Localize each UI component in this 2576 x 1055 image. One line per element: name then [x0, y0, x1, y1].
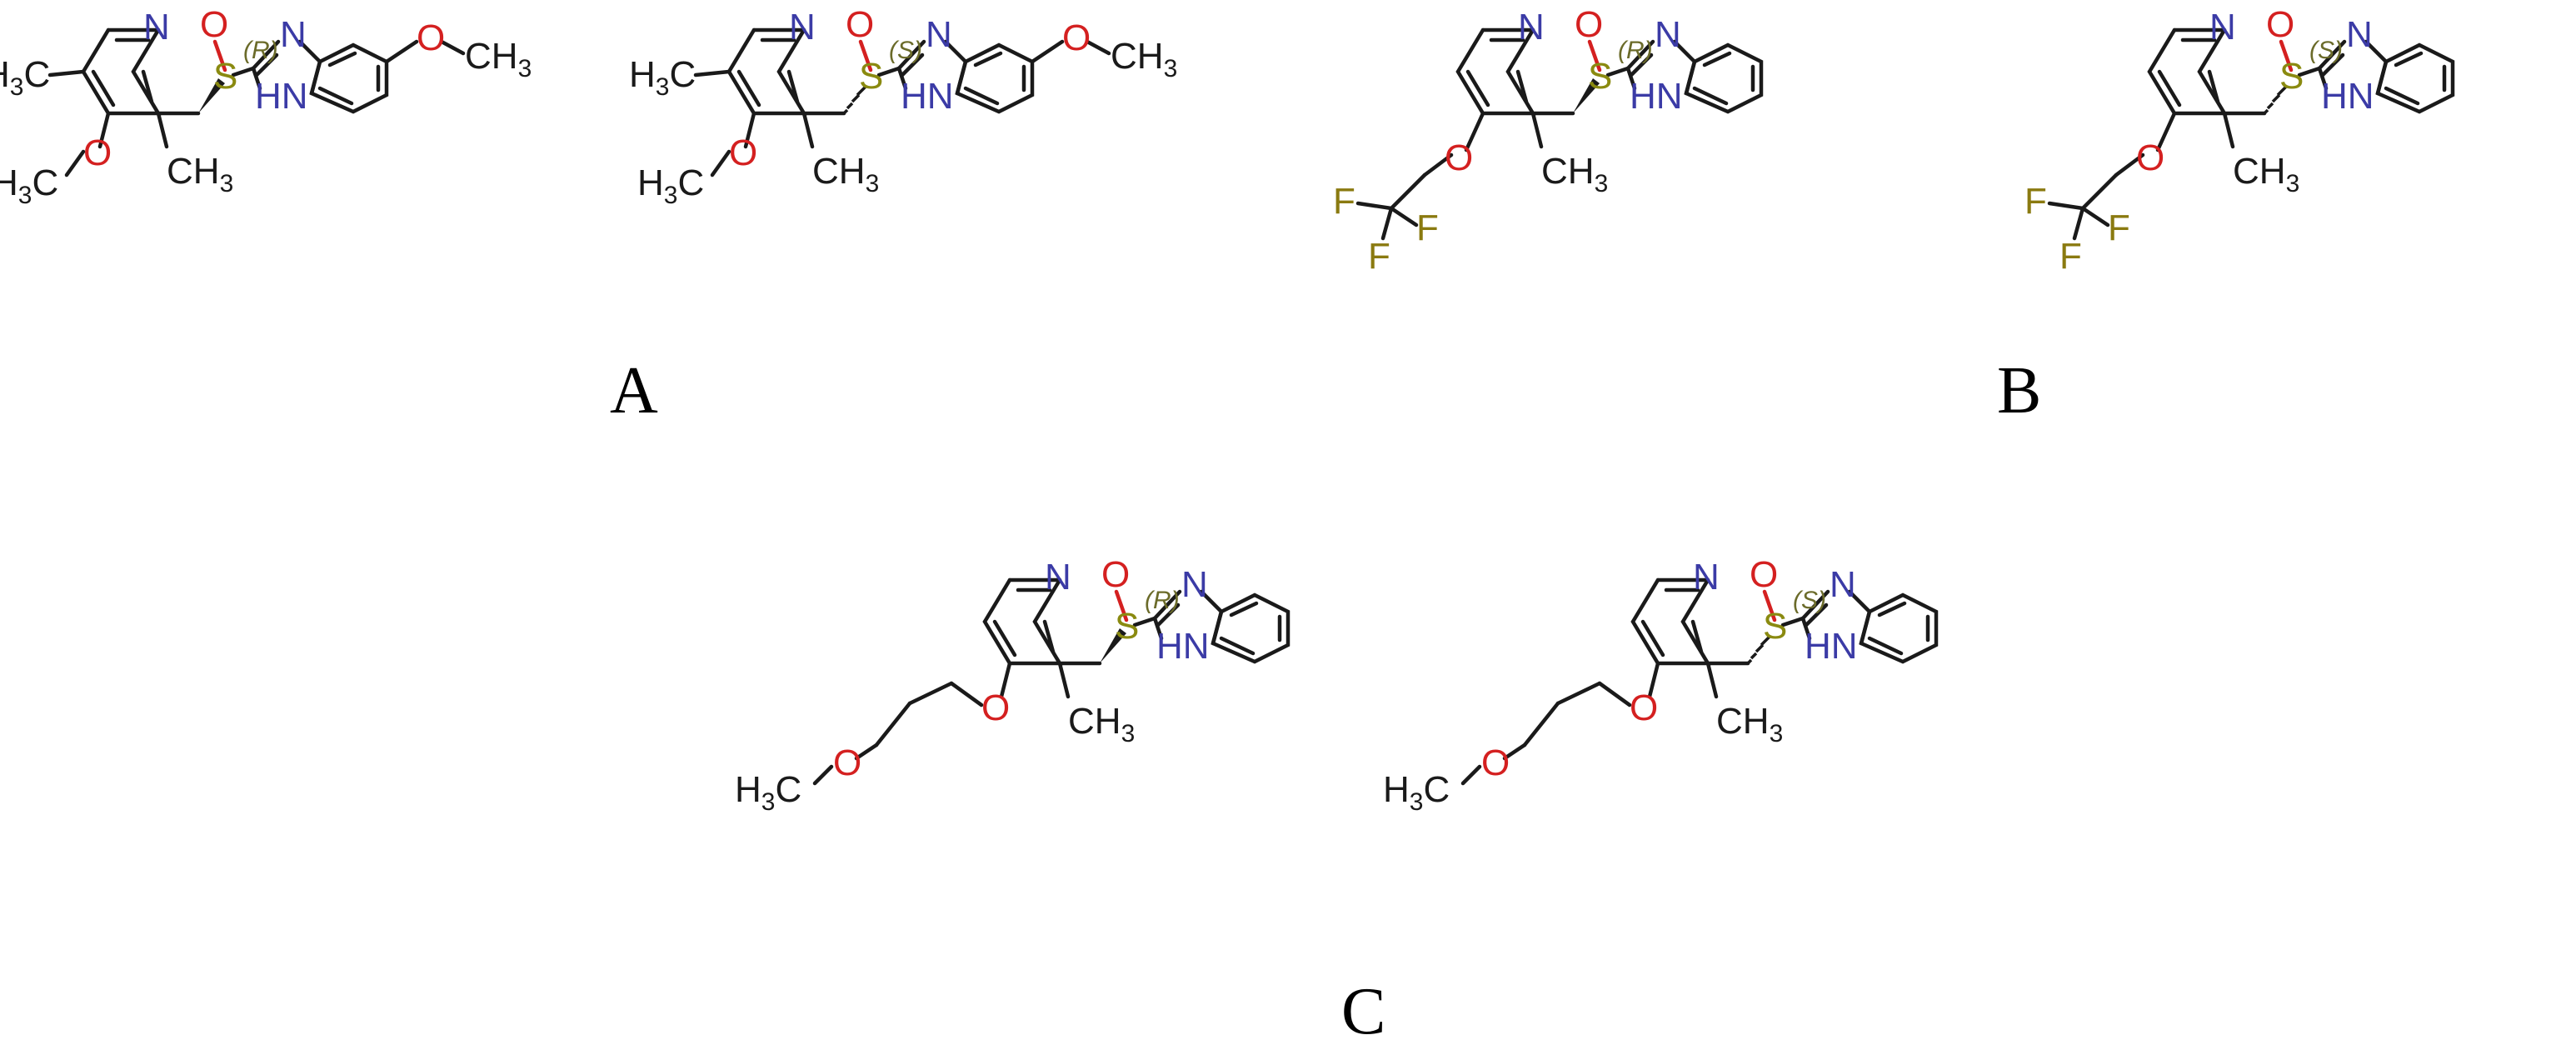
- atom-o-chain: O: [1481, 742, 1510, 783]
- molecule-b-s: N S O (S) N HN O CH3 F F F: [2024, 4, 2453, 277]
- atom-fluorine-3: F: [1368, 236, 1390, 277]
- atom-n-benzimidazole: N: [2346, 14, 2373, 55]
- atom-n-pyridine: N: [1045, 557, 1071, 598]
- atom-nh: HN: [255, 76, 308, 117]
- atom-sulfur: S: [2279, 56, 2304, 97]
- atom-o-ether: O: [1445, 138, 1473, 178]
- atom-fluorine-3: F: [2059, 236, 2082, 277]
- atom-ch3-pyridine: CH3: [812, 151, 879, 198]
- atom-n-benzimidazole: N: [1655, 14, 1681, 55]
- molecule-a-s: N S O (S) N HN O CH3 H3C O H3C CH3: [629, 4, 1177, 209]
- atom-o-ether: O: [981, 688, 1010, 728]
- atom-sulfur: S: [1588, 56, 1612, 97]
- atom-ch3-methoxy-bz: CH3: [1111, 36, 1177, 82]
- atom-h3c-methoxy-py: H3C: [637, 162, 704, 209]
- molecule-b-r: N S O (R) N HN O CH3 F F F: [1333, 4, 1761, 277]
- panel-letter-c: C: [1341, 975, 1385, 1048]
- atom-sulfur: S: [213, 56, 237, 97]
- atom-ch3-pyridine: CH3: [1716, 701, 1783, 748]
- atom-fluorine-1: F: [2024, 181, 2047, 222]
- stereo-label: (R): [243, 37, 278, 64]
- stereo-label: (S): [2309, 37, 2343, 64]
- panel-a: N S O (R) N HN O CH3 H3C O H3C CH3: [0, 4, 1177, 428]
- atom-h3c-pyridine: H3C: [0, 54, 50, 101]
- atom-nh: HN: [2321, 76, 2374, 117]
- atom-nh: HN: [1630, 76, 1683, 117]
- atom-ch3-pyridine: CH3: [167, 151, 233, 198]
- stereo-label: (S): [889, 37, 922, 64]
- atom-h3c-methoxy-py: H3C: [0, 162, 58, 209]
- panel-letter-b: B: [1997, 354, 2041, 428]
- atom-o-methoxy-py: O: [83, 132, 112, 173]
- atom-o-methoxy-bz: O: [417, 18, 445, 58]
- panel-c: N S O (R) N HN O CH3 O H3C: [735, 554, 1936, 1048]
- atom-oxygen-sulfinyl: O: [1101, 554, 1130, 595]
- stereo-label: (R): [1618, 37, 1653, 64]
- molecule-c-s: N S O (S) N HN O CH3 O H3C: [1383, 554, 1936, 816]
- atom-fluorine-2: F: [2108, 208, 2130, 248]
- atom-n-benzimidazole: N: [1830, 564, 1856, 605]
- atom-fluorine-1: F: [1333, 181, 1355, 222]
- panel-letter-a: A: [610, 354, 658, 428]
- molecule-a-r: N S O (R) N HN O CH3 H3C O H3C CH3: [0, 4, 532, 209]
- atom-ch3-pyridine: CH3: [1541, 151, 1608, 198]
- atom-n-pyridine: N: [1693, 557, 1720, 598]
- stereo-label: (S): [1793, 587, 1826, 614]
- atom-n-pyridine: N: [2209, 7, 2236, 48]
- atom-n-benzimidazole: N: [926, 14, 952, 55]
- atom-o-chain: O: [833, 742, 861, 783]
- atom-sulfur: S: [859, 56, 883, 97]
- atom-o-ether: O: [2136, 138, 2164, 178]
- atom-o-methoxy-py: O: [729, 132, 757, 173]
- atom-h3c-pyridine: H3C: [629, 54, 696, 101]
- atom-nh: HN: [1156, 626, 1210, 667]
- atom-oxygen-sulfinyl: O: [1575, 4, 1603, 45]
- atom-n-pyridine: N: [1518, 7, 1545, 48]
- atom-oxygen-sulfinyl: O: [846, 4, 874, 45]
- atom-ch3-pyridine: CH3: [2233, 151, 2299, 198]
- atom-sulfur: S: [1763, 606, 1787, 647]
- atom-sulfur: S: [1115, 606, 1139, 647]
- atom-oxygen-sulfinyl: O: [1750, 554, 1778, 595]
- atom-n-benzimidazole: N: [1181, 564, 1208, 605]
- atom-ch3-methoxy-bz: CH3: [465, 36, 532, 82]
- atom-n-pyridine: N: [143, 7, 170, 48]
- atom-o-methoxy-bz: O: [1062, 18, 1091, 58]
- atom-n-pyridine: N: [789, 7, 816, 48]
- atom-h3c-chain: H3C: [1383, 769, 1450, 816]
- atom-nh: HN: [1805, 626, 1858, 667]
- panel-b: N S O (R) N HN O CH3 F F F: [1333, 4, 2453, 428]
- molecule-c-r: N S O (R) N HN O CH3 O H3C: [735, 554, 1288, 816]
- atom-oxygen-sulfinyl: O: [2266, 4, 2294, 45]
- atom-ch3-pyridine: CH3: [1068, 701, 1135, 748]
- atom-fluorine-2: F: [1416, 208, 1439, 248]
- atom-oxygen-sulfinyl: O: [200, 4, 228, 45]
- atom-h3c-chain: H3C: [735, 769, 801, 816]
- stereo-label: (R): [1145, 587, 1180, 614]
- atom-nh: HN: [901, 76, 954, 117]
- atom-o-ether: O: [1630, 688, 1658, 728]
- atom-n-benzimidazole: N: [280, 14, 307, 55]
